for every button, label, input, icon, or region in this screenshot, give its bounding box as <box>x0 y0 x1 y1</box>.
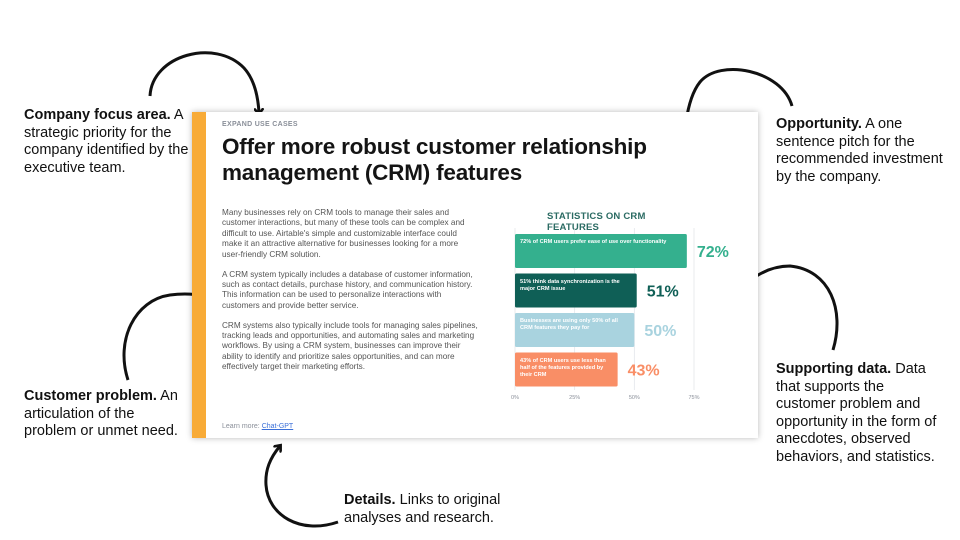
bar-label: Businesses are using only 50% of all CRM… <box>520 318 618 332</box>
x-tick-label: 75% <box>688 395 699 401</box>
learn-more-label: Learn more: <box>222 423 260 430</box>
annotation-focus-text: A strategic priority for the company ide… <box>24 107 189 176</box>
x-tick-label: 25% <box>569 395 580 401</box>
bar-label-text: 51% think data synchronization is the ma… <box>520 278 620 292</box>
bar <box>515 234 687 268</box>
chart-title: STATISTICS ON CRM FEATURES <box>547 211 646 233</box>
bar-label-text: 43% of CRM users use less than half of t… <box>520 357 606 378</box>
annotation-details-text: Links to original analyses and research. <box>344 492 501 526</box>
annotation-opportunity: Opportunity. A one sentence pitch for th… <box>776 116 946 186</box>
bar-label: 72% of CRM users prefer ease of use over… <box>520 239 667 245</box>
annotation-focus-title: Company focus area. <box>24 107 171 123</box>
crm-statistics-chart: 0% 25% 50% 75% 72% of CRM users prefer ease … <box>511 228 729 401</box>
annotation-details: Details. Links to original analyses and … <box>344 492 544 527</box>
body-paragraph: Many businesses rely on CRM tools to man… <box>222 208 465 259</box>
learn-more-link[interactable]: Chat-GPT <box>261 423 294 430</box>
bar <box>515 273 637 308</box>
arrow-details <box>264 446 339 528</box>
bar-value-label: 50% <box>644 323 676 340</box>
annotation-problem-title: Customer problem. <box>24 388 157 404</box>
bar-label: 43% of CRM users use less than half of t… <box>520 357 606 378</box>
annotation-opportunity-title: Opportunity. <box>776 116 862 132</box>
slide-eyebrow: EXPAND USE CASES <box>222 121 298 128</box>
bar <box>515 352 618 387</box>
bar-label: 51% think data synchronization is the ma… <box>520 278 620 292</box>
x-tick-label: 0% <box>511 395 519 401</box>
body-paragraph: A CRM system typically includes a databa… <box>222 269 473 310</box>
x-tick-label: 50% <box>629 395 640 401</box>
slide-card: EXPAND USE CASES Offer more robust custo… <box>192 112 758 438</box>
annotation-supporting-text: Data that supports the customer problem … <box>776 361 937 465</box>
annotation-company-focus: Company focus area. A strategic priority… <box>24 107 199 177</box>
bar-label-text: Businesses are using only 50% of all CRM… <box>520 318 618 332</box>
bar-value-label: 51% <box>647 284 679 301</box>
arrow-supporting <box>747 264 839 351</box>
learn-more: Learn more: Chat-GPT <box>222 423 293 430</box>
annotation-supporting-data: Supporting data. Data that supports the … <box>776 361 946 466</box>
bar-label-text: 72% of CRM users prefer ease of use over… <box>520 239 667 245</box>
annotation-problem-text: An articulation of the problem or unmet … <box>24 388 178 439</box>
annotation-opportunity-text: A one sentence pitch for the recommended… <box>776 116 943 185</box>
annotation-supporting-title: Supporting data. <box>776 361 892 377</box>
body-paragraph: CRM systems also typically include tools… <box>222 320 478 372</box>
annotation-customer-problem: Customer problem. An articulation of the… <box>24 388 184 441</box>
slide-body: Many businesses rely on CRM tools to man… <box>222 208 478 382</box>
slide-accent-bar <box>192 112 206 438</box>
annotation-details-title: Details. <box>344 492 396 508</box>
slide-title: Offer more robust customer relationship … <box>222 134 647 185</box>
bar-value-label: 72% <box>697 244 729 261</box>
arrow-focus <box>148 51 259 113</box>
bar <box>515 313 635 347</box>
bar-value-label: 43% <box>628 363 660 380</box>
